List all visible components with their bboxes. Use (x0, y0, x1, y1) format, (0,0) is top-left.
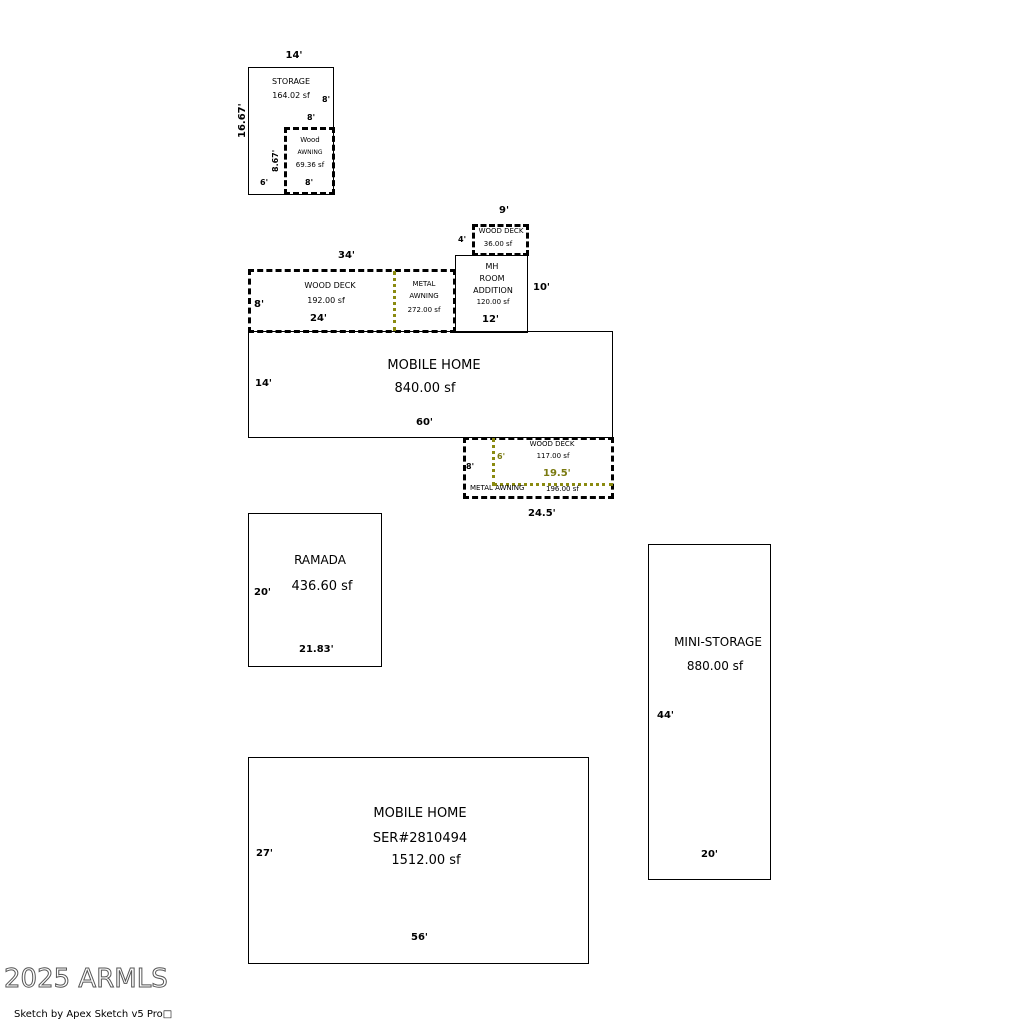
room-addition-side-dimension: 10' (533, 282, 550, 293)
storage-bottom-dimension: 6' (260, 178, 269, 187)
mobile-home-2-label: MOBILE HOME (373, 806, 467, 821)
mobile-home-1-area: 840.00 sf (394, 381, 456, 396)
room-addition-bottom-dimension: 12' (482, 314, 499, 325)
storage-label: STORAGE (271, 77, 311, 86)
rear-awning-horizontal-dots (493, 483, 613, 486)
top-wood-deck (472, 224, 529, 256)
rear-metal-awning-area: 196.00 sf (546, 485, 579, 493)
ramada-label: RAMADA (294, 553, 346, 567)
storage-side-dimension: 16.67' (237, 103, 248, 138)
mini-storage-area: 880.00 sf (686, 659, 744, 673)
ramada (248, 513, 382, 667)
rear-deck-area: 117.00 sf (536, 452, 570, 460)
rear-metal-awning-label: METAL AWNING (470, 484, 525, 492)
ramada-area: 436.60 sf (291, 579, 353, 594)
deck-awning-divider (393, 271, 396, 331)
mobile-home-2-bottom-dimension: 56' (411, 932, 428, 943)
mobile-home-1-side-dimension: 14' (255, 378, 272, 389)
top-deck-width-dimension: 9' (499, 205, 510, 216)
front-deck-width-dimension: 34' (338, 250, 355, 261)
front-deck-bottom-dimension: 24' (310, 313, 327, 324)
storage-right-dimension: 8' (322, 95, 331, 104)
front-deck-side-dimension: 8' (254, 299, 265, 310)
metal-awning-label: METAL (412, 280, 436, 288)
front-deck-label: WOOD DECK (304, 281, 356, 290)
rear-deck-label: WOOD DECK (529, 440, 575, 448)
top-deck-area: 36.00 sf (483, 240, 513, 248)
mobile-home-2-side-dimension: 27' (256, 848, 273, 859)
ramada-side-dimension: 20' (254, 587, 271, 598)
rear-deck-side-dimension: 8' (466, 462, 475, 471)
mobile-home-2 (248, 757, 589, 964)
mini-storage (648, 544, 771, 880)
rear-awning-depth-dimension: 6' (497, 452, 506, 461)
room-addition-label-3: ADDITION (473, 286, 513, 295)
wood-awning (284, 127, 335, 195)
mini-storage-side-dimension: 44' (657, 710, 674, 721)
wood-awning-side-dimension: 8.67' (271, 149, 280, 172)
mobile-home-1-bottom-dimension: 60' (416, 417, 433, 428)
top-deck-side-dimension: 4' (458, 235, 467, 244)
room-addition-label-1: MH (485, 262, 499, 271)
rear-awning-width-dimension: 19.5' (543, 468, 571, 479)
sketch-credit: Sketch by Apex Sketch v5 Pro□ (14, 1009, 173, 1020)
rear-wood-deck (463, 437, 614, 499)
storage-top-dimension: 14' (285, 50, 303, 61)
mini-storage-bottom-dimension: 20' (701, 849, 718, 860)
top-deck-label: WOOD DECK (478, 227, 524, 235)
awning-top-dimension: 8' (307, 113, 316, 122)
mobile-home-1-label: MOBILE HOME (387, 358, 481, 373)
rear-awning-vertical-dots (492, 438, 495, 486)
wood-awning-area: 69.36 sf (295, 161, 325, 169)
metal-awning-area: 272.00 sf (407, 306, 441, 314)
mobile-home-1 (248, 331, 613, 438)
rear-deck-bottom-dimension: 24.5' (528, 508, 556, 519)
mini-storage-label: MINI-STORAGE (674, 635, 762, 649)
room-addition-area: 120.00 sf (476, 298, 510, 306)
wood-awning-label: Wood (300, 136, 320, 144)
wood-awning-bottom-dimension: 8' (305, 178, 314, 187)
room-addition-label-2: ROOM (479, 274, 505, 283)
mobile-home-2-area: 1512.00 sf (391, 853, 461, 868)
wood-awning-label-2: AWNING (297, 149, 323, 156)
front-deck-area: 192.00 sf (307, 296, 345, 305)
storage-area: 164.02 sf (272, 91, 310, 100)
ramada-bottom-dimension: 21.83' (299, 644, 334, 655)
metal-awning-label-2: AWNING (409, 292, 439, 300)
armls-watermark: 2025 ARMLS (4, 964, 169, 995)
room-addition (455, 255, 528, 333)
mobile-home-2-serial: SER#2810494 (372, 831, 468, 846)
